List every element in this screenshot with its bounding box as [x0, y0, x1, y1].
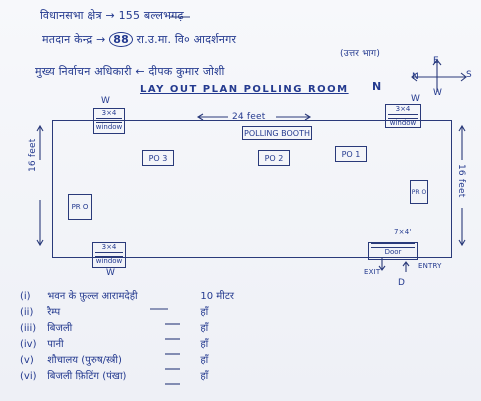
- polling-room-outline: [52, 120, 452, 258]
- window-size: 3×4: [101, 243, 117, 251]
- polling-officer-2: PO 2: [258, 150, 290, 166]
- item-value: हाँ: [200, 355, 209, 366]
- entry-label: ENTRY: [418, 262, 442, 270]
- polling-officer-1: PO 1: [335, 146, 367, 162]
- item-number: (iii): [20, 323, 37, 334]
- window-mark: W: [101, 96, 111, 106]
- compass-bottom-label: W: [433, 88, 443, 98]
- list-item: (i) भवन के फ़ुल्ल आरामदेही 10 मीटर: [20, 288, 234, 302]
- presiding-officer-desk: PR O: [68, 194, 92, 220]
- entry-door: Door: [368, 242, 418, 260]
- window-size: 3×4: [101, 109, 117, 117]
- item-label: बिजली: [47, 323, 73, 334]
- item-value: 10 मीटर: [200, 291, 234, 302]
- door-mark: D: [398, 278, 406, 288]
- item-value: हाँ: [200, 339, 209, 350]
- item-number: (iv): [20, 339, 37, 350]
- item-value: हाँ: [200, 371, 209, 382]
- window-label: window: [95, 123, 123, 131]
- door-size: 7×4': [394, 228, 412, 236]
- list-item: (v) शौचालय (पुरुष/स्त्री) हाँ: [20, 352, 208, 366]
- polling-station-prefix: मतदान केन्द्र →: [42, 33, 106, 46]
- item-label: शौचालय (पुरुष/स्त्री): [47, 355, 122, 366]
- item-value: हाँ: [200, 323, 209, 334]
- polling-station-number: 88: [109, 32, 133, 47]
- item-label: रैम्प: [47, 307, 61, 318]
- exit-label: EXIT: [364, 268, 381, 276]
- polling-officer-3: PO 3: [142, 150, 174, 166]
- window-top-right: 3×4 window: [385, 104, 421, 128]
- polling-station-line: मतदान केन्द्र → 88 रा.उ.मा. वि० आदर्शनगर: [42, 32, 236, 47]
- item-number: (i): [20, 291, 31, 302]
- polling-station-note: (उत्तर भाग): [340, 49, 381, 59]
- window-bottom-left: 3×4 window: [92, 242, 126, 268]
- list-item: (vi) बिजली फ़िटिंग (पंखा) हाँ: [20, 368, 208, 382]
- compass-right-label: S: [466, 70, 472, 80]
- item-label: बिजली फ़िटिंग (पंखा): [47, 371, 127, 382]
- item-number: (vi): [20, 371, 37, 382]
- item-number: (v): [20, 355, 34, 366]
- list-item: (iv) पानी हाँ: [20, 336, 208, 350]
- list-item: (ii) रैम्प हाँ: [20, 304, 208, 318]
- window-top-left: 3×4 window: [93, 108, 125, 134]
- window-label: window: [389, 119, 417, 127]
- plan-title: LAY OUT PLAN POLLING ROOM: [140, 84, 349, 95]
- item-label: भवन के फ़ुल्ल आरामदेही: [47, 291, 138, 302]
- polling-station-name: रा.उ.मा. वि० आदर्शनगर: [136, 33, 237, 46]
- list-item: (iii) बिजली हाँ: [20, 320, 208, 334]
- window-size: 3×4: [395, 105, 411, 113]
- item-label: पानी: [47, 339, 64, 350]
- door-label: Door: [384, 248, 402, 256]
- window-mark: W: [106, 268, 116, 278]
- item-value: हाँ: [200, 307, 209, 318]
- window-label: window: [95, 257, 123, 265]
- item-number: (ii): [20, 307, 34, 318]
- polling-booth: POLLING BOOTH: [242, 126, 312, 140]
- officer-line: मुख्य निर्वाचन अधिकारी ← दीपक कुमार जोशी: [35, 65, 225, 78]
- title-north-mark: N: [372, 80, 382, 93]
- window-mark: W: [411, 94, 421, 104]
- constituency-line: विधानसभा क्षेत्र → 155 बल्लभगढ़: [40, 9, 184, 22]
- right-desk: PR O: [410, 180, 428, 204]
- length-label: 24 feet: [232, 112, 266, 122]
